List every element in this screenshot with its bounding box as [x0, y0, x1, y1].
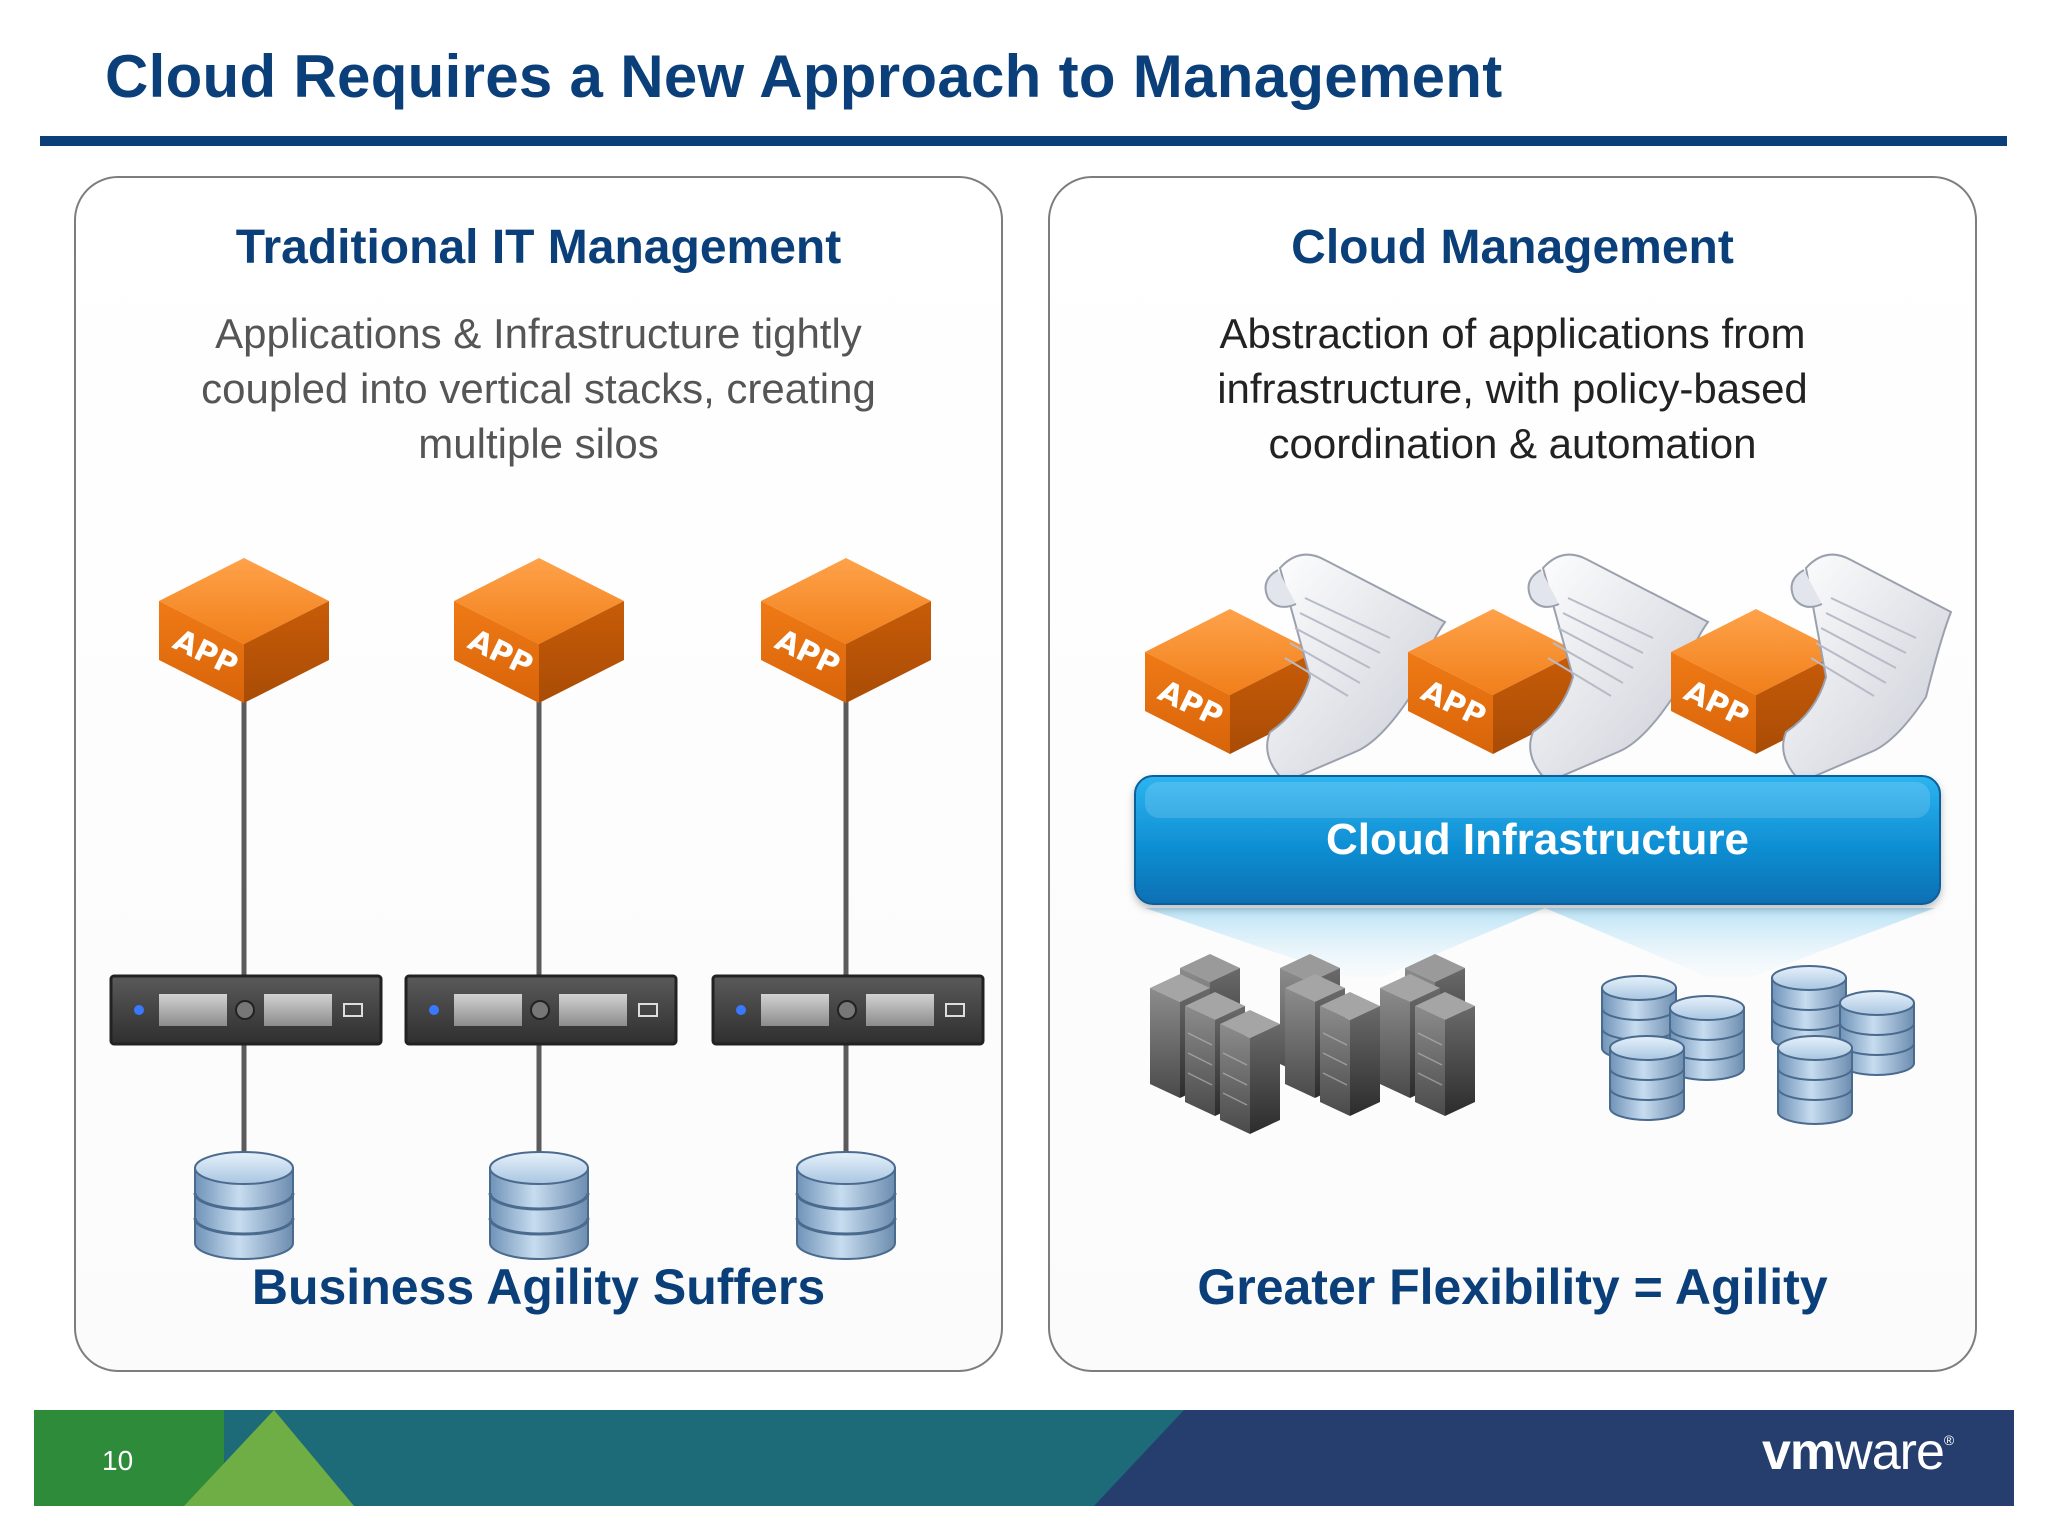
server-icon — [711, 974, 985, 1046]
app-box-icon: APP — [159, 558, 329, 703]
footer-band — [34, 1410, 2014, 1506]
silo-stack-3: APP — [711, 558, 985, 1260]
database-icon — [488, 1151, 590, 1260]
traditional-it-outcome: Business Agility Suffers — [251, 1259, 826, 1315]
cloud-management-panel: Cloud Management Abstraction of applicat… — [1048, 176, 1977, 1372]
app-box-icon: APP — [761, 558, 931, 703]
policy-app-2: APP — [1408, 553, 1710, 784]
cloud-architecture-diagram: APP APP — [1134, 553, 1953, 1134]
server-rack-cluster-icon — [1150, 954, 1475, 1134]
app-box-with-policy-scroll-icon: APP — [1145, 553, 1447, 784]
silo-stack-1: APP — [109, 558, 383, 1260]
server-icon — [109, 974, 383, 1046]
app-box-with-policy-scroll-icon: APP — [1671, 553, 1953, 784]
policy-app-3: APP — [1671, 553, 1953, 784]
page-number: 10 — [102, 1445, 134, 1476]
infrastructure-beam-left — [1145, 908, 1545, 978]
server-icon — [404, 974, 678, 1046]
title-divider — [40, 136, 2007, 146]
policy-app-1: APP — [1145, 553, 1447, 784]
app-box-icon: APP — [454, 558, 624, 703]
traditional-it-description: Applications & Infrastructure tightly co… — [201, 310, 876, 467]
database-icon — [795, 1151, 897, 1260]
vmware-logo: vmware® — [1762, 1423, 1954, 1481]
cloud-management-description: Abstraction of applications from infrast… — [1217, 310, 1808, 467]
infrastructure-beam-right — [1545, 908, 1935, 978]
database-icon — [193, 1151, 295, 1260]
database-cluster-icon — [1601, 965, 1915, 1125]
traditional-it-heading: Traditional IT Management — [235, 221, 842, 274]
traditional-it-panel: Traditional IT Management Applications &… — [74, 176, 1003, 1372]
cloud-infrastructure-layer: Cloud Infrastructure — [1134, 775, 1941, 905]
slide-title: Cloud Requires a New Approach to Managem… — [105, 43, 1503, 110]
cloud-management-outcome: Greater Flexibility = Agility — [1197, 1259, 1828, 1315]
silo-stacks-diagram: APP APP — [109, 558, 985, 1260]
cloud-infrastructure-label: Cloud Infrastructure — [1326, 815, 1749, 864]
app-box-with-policy-scroll-icon: APP — [1408, 553, 1710, 784]
cloud-management-heading: Cloud Management — [1291, 221, 1734, 274]
silo-stack-2: APP — [404, 558, 678, 1260]
